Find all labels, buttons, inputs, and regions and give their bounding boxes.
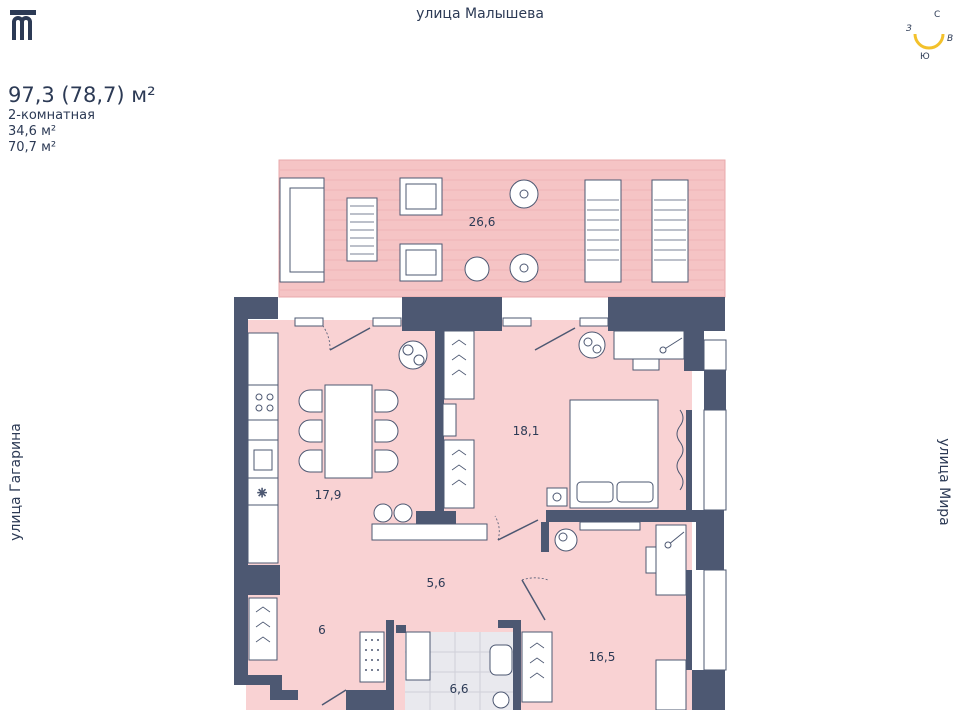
living-area: 34,6 м² [8,124,57,139]
brand-logo-icon [10,10,36,40]
compass-icon: С З В Ю [906,10,953,62]
sideboard [371,523,488,541]
room-area-bedroom: 18,1 [513,424,540,438]
apartment-type: 2-комнатная [8,108,95,123]
room-area-hall: 5,6 [426,576,445,590]
compass-west: З [906,24,912,34]
wardrobes [248,330,553,703]
secondary-area: 70,7 м² [8,140,57,155]
desks [579,330,687,710]
room-area-kitchen-living: 17,9 [315,488,342,502]
terrace-furniture [279,177,689,283]
compass-east: В [947,34,953,44]
compass-south: Ю [920,52,930,62]
room-area-entry: 6 [318,623,326,637]
street-label-top: улица Малышева [416,6,544,22]
room-area-terrace: 26,6 [469,215,496,229]
total-area: 97,3 (78,7) м² [8,83,156,107]
rooms-fill [246,320,692,710]
bed [546,399,659,509]
plant-icons [373,179,606,552]
walls [234,297,726,710]
room-area-bathroom: 6,6 [449,682,468,696]
room-area-bedroom-2: 16,5 [589,650,616,664]
bathroom-fixtures [359,631,513,709]
svg-text:✳: ✳ [257,486,267,500]
kitchen-counter: ✳ [247,332,279,564]
compass-north: С [934,10,940,20]
apartment-info: 97,3 (78,7) м² 2-комнатная 34,6 м² 70,7 … [8,82,156,156]
curtain [676,409,684,491]
doors [321,327,576,706]
dining-table [298,384,399,479]
lounger-slats [350,199,686,261]
windows [294,317,727,671]
mat-dots [365,639,379,671]
